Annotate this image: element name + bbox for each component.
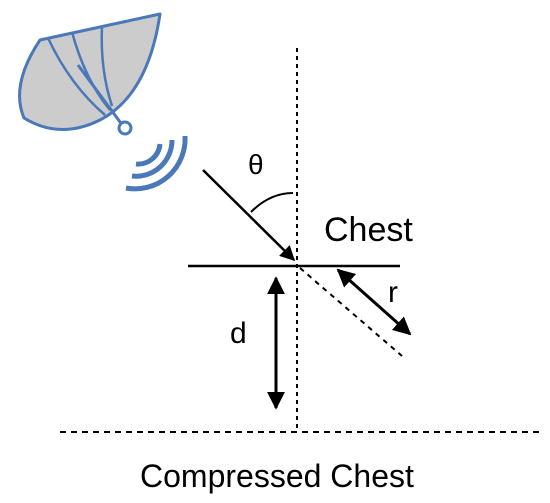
theta-label: θ <box>248 149 264 180</box>
r-label: r <box>388 276 398 309</box>
d-label: d <box>230 317 247 350</box>
refracted-dashed-line <box>299 267 403 357</box>
signal-wave-2 <box>131 139 175 179</box>
dish-feed <box>117 120 133 136</box>
r-double-arrow <box>336 268 412 336</box>
signal-wave-3 <box>125 135 188 192</box>
theta-arc <box>250 192 294 213</box>
signal-wave-1 <box>135 143 163 167</box>
satellite-dish-icon <box>18 12 162 136</box>
dish-body <box>18 12 162 131</box>
incident-arrow <box>202 169 296 262</box>
signal-waves-icon <box>125 135 188 192</box>
chest-label: Chest <box>324 211 413 249</box>
compressed-chest-label: Compressed Chest <box>140 458 414 494</box>
dish-feed-arm <box>76 64 125 127</box>
